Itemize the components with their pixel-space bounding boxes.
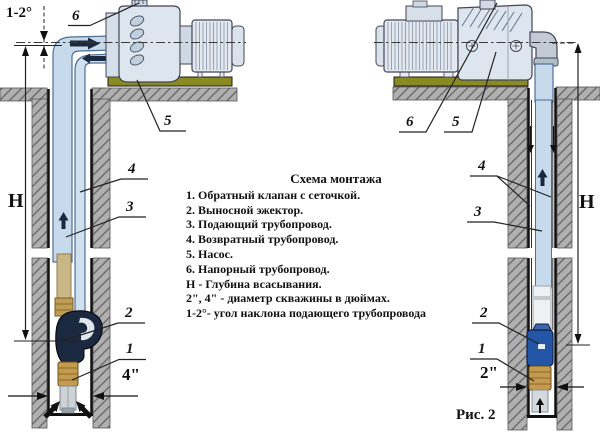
pointer-left-2: 2 bbox=[125, 305, 133, 321]
right-pump-casing bbox=[457, 4, 533, 81]
up-arrow-right-pipe bbox=[537, 169, 548, 186]
left-well-walls bbox=[31, 89, 111, 429]
legend-item-3: 3. Подающий трубопровод. bbox=[186, 217, 332, 232]
pointer-right-3: 3 bbox=[474, 204, 482, 220]
legend-item-4: 4. Возвратный трубопровод. bbox=[186, 232, 339, 247]
legend-item-2: 2. Выносной эжектор. bbox=[186, 202, 304, 217]
pointer-left-5: 5 bbox=[164, 113, 172, 129]
right-pump bbox=[375, 0, 559, 87]
left-pump-casing bbox=[118, 5, 181, 83]
pointer-right-5: 5 bbox=[452, 114, 460, 130]
terminal-box bbox=[405, 5, 443, 22]
left-check-valve bbox=[57, 361, 79, 387]
legend-item-9: 1-2°- угол наклона подающего трубопровод… bbox=[186, 306, 427, 321]
depth-label-right: Н bbox=[579, 191, 595, 213]
legend-item-6: 6. Напорный трубопровод. bbox=[186, 261, 330, 276]
legend-item-8: 2", 4" - диаметр скважины в дюймах. bbox=[186, 291, 390, 306]
leader-lines bbox=[58, 2, 552, 382]
up-arrow-left-pipe bbox=[58, 212, 69, 229]
legend-item-1: 1. Обратный клапан с сеточкой. bbox=[186, 187, 361, 202]
pointer-left-6: 6 bbox=[72, 8, 80, 24]
right-discharge-stub bbox=[479, 0, 496, 10]
pointer-right-6: 6 bbox=[406, 114, 414, 130]
pointer-right-1: 1 bbox=[478, 341, 486, 357]
legend-item-5: 5. Насос. bbox=[186, 246, 233, 261]
diameter-dimension-right bbox=[500, 383, 584, 391]
annulus-down-arrows bbox=[527, 126, 557, 153]
left-pump-flange bbox=[105, 12, 120, 78]
right-elbow bbox=[529, 31, 558, 61]
legend-item-7: Н - Глубина всасывания. bbox=[186, 276, 322, 291]
slope-angle-dimension bbox=[40, 6, 48, 70]
flow-arrows-left-pump bbox=[70, 37, 106, 64]
pointer-left-1: 1 bbox=[126, 341, 134, 357]
left-strainer bbox=[59, 385, 77, 414]
pointer-right-2: 2 bbox=[480, 305, 488, 321]
diameter-label-left: 4" bbox=[122, 365, 140, 384]
left-motor bbox=[191, 19, 233, 73]
left-supply-pipe bbox=[52, 35, 115, 263]
legend-title: Схема монтажа bbox=[290, 171, 382, 186]
left-drop-pipe-tan bbox=[54, 253, 74, 317]
pointer-left-4: 4 bbox=[128, 161, 136, 177]
pointer-right-4: 4 bbox=[478, 158, 486, 174]
left-pump bbox=[105, 0, 245, 87]
figure-caption: Рис. 2 bbox=[456, 407, 496, 423]
diameter-label-right: 2" bbox=[480, 363, 498, 382]
ground-right bbox=[392, 86, 600, 101]
right-ejector-assembly bbox=[526, 285, 554, 413]
pointer-left-3: 3 bbox=[126, 199, 134, 215]
depth-dimension-left bbox=[14, 45, 80, 342]
diameter-dimension-left bbox=[8, 392, 138, 400]
water-inflow-arrows bbox=[43, 401, 93, 419]
legend: Схема монтажа 1. Обратный клапан с сеточ… bbox=[186, 171, 486, 321]
slope-angle-label: 1-2° bbox=[6, 5, 32, 21]
depth-dimension-right bbox=[552, 42, 590, 346]
depth-label-left: Н bbox=[8, 190, 24, 212]
